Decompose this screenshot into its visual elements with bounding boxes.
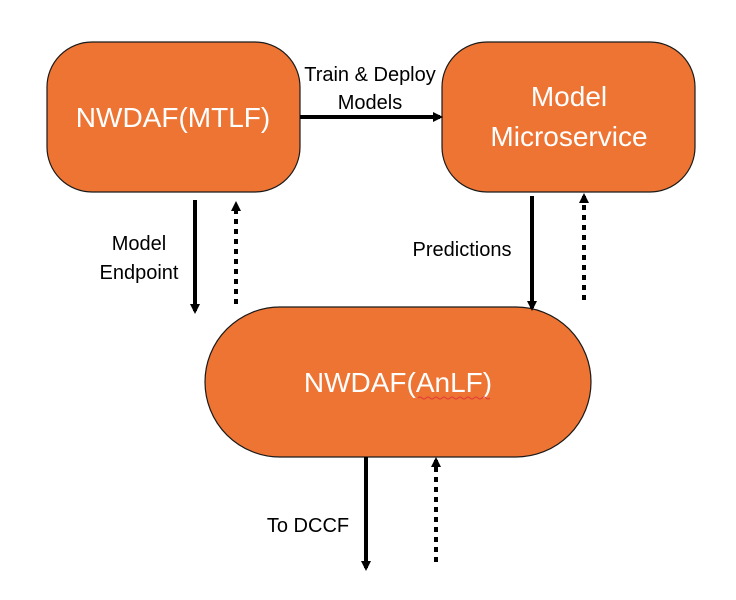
node-nwdaf-anlf: NWDAF(AnLF) (204, 306, 592, 458)
anlf-label-underlined: AnLF (416, 367, 483, 398)
edge-to-dccf: To DCCF (267, 457, 371, 571)
edge-predictions: Predictions (413, 196, 537, 311)
node-model-microservice-label-line2: Microservice (490, 121, 647, 152)
node-nwdaf-anlf-shape (204, 306, 592, 458)
node-nwdaf-anlf-label: NWDAF(AnLF) (304, 367, 492, 398)
node-model-microservice-shape (441, 41, 696, 193)
node-nwdaf-mtlf: NWDAF(MTLF) (46, 41, 301, 193)
edge-model-endpoint-label-line1: Model (112, 233, 166, 255)
edge-to-dccf-label: To DCCF (267, 515, 349, 537)
edge-model-endpoint: Model Endpoint (100, 200, 200, 314)
node-nwdaf-mtlf-label: NWDAF(MTLF) (76, 102, 270, 133)
edge-predictions-label: Predictions (413, 239, 512, 261)
spellcheck-underline (417, 396, 491, 400)
node-model-microservice: Model Microservice (441, 41, 696, 193)
node-model-microservice-label-line1: Model (531, 81, 607, 112)
edge-train-deploy: Train & Deploy Models (300, 64, 443, 122)
edge-train-deploy-label-line2: Models (338, 92, 402, 114)
edge-train-deploy-label-line1: Train & Deploy (304, 64, 436, 86)
anlf-label-suffix: ) (483, 367, 492, 398)
anlf-label-prefix: NWDAF( (304, 367, 417, 398)
edge-model-endpoint-label-line2: Endpoint (100, 262, 179, 284)
